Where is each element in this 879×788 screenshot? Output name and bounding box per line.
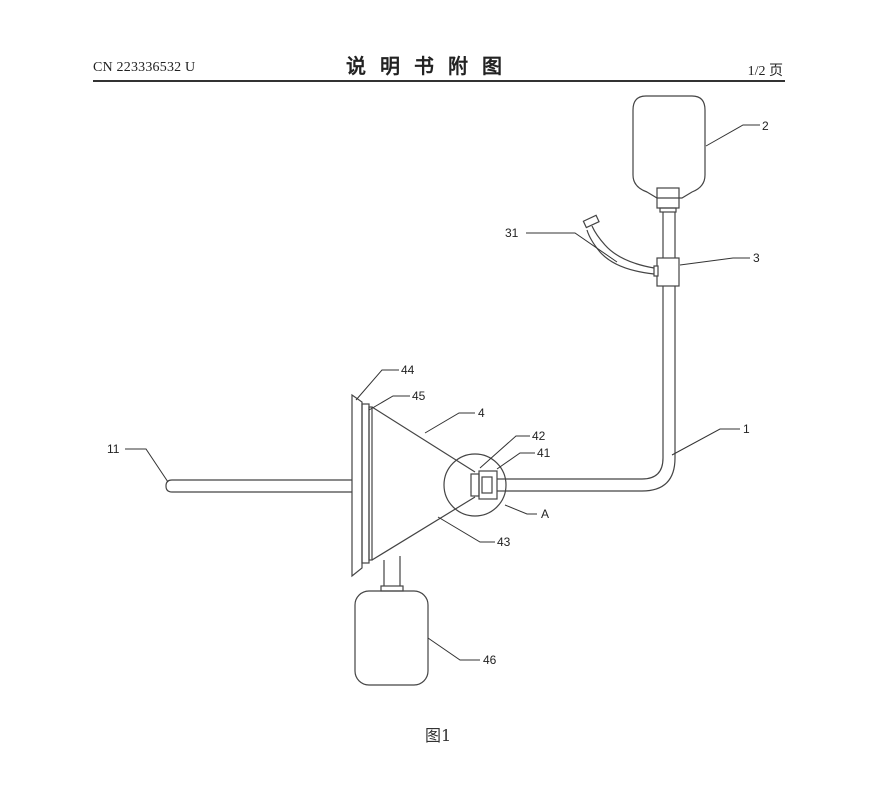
label-31: 31 bbox=[505, 226, 519, 240]
tube-1 bbox=[505, 212, 676, 492]
funnel-4 bbox=[351, 393, 507, 578]
label-3: 3 bbox=[753, 251, 760, 265]
detail-circle-A bbox=[443, 453, 507, 517]
rod-11 bbox=[165, 479, 352, 493]
label-A: A bbox=[541, 507, 549, 521]
header-rule bbox=[93, 80, 785, 82]
label-46: 46 bbox=[483, 653, 497, 667]
page-number: 1/2 页 bbox=[747, 64, 783, 79]
figure-caption: 图1 bbox=[425, 726, 452, 745]
publication-number: CN 223336532 U bbox=[93, 60, 196, 75]
label-43: 43 bbox=[497, 535, 511, 549]
label-11: 11 bbox=[107, 442, 120, 456]
branch-tube-31 bbox=[582, 214, 655, 275]
label-2: 2 bbox=[762, 119, 769, 133]
label-4: 4 bbox=[478, 406, 485, 420]
label-44: 44 bbox=[401, 363, 415, 377]
container-46 bbox=[354, 556, 429, 686]
label-45: 45 bbox=[412, 389, 426, 403]
leader-lines bbox=[125, 124, 760, 661]
label-42: 42 bbox=[532, 429, 546, 443]
connector-3 bbox=[656, 257, 680, 287]
label-1: 1 bbox=[743, 422, 750, 436]
bag-2 bbox=[632, 95, 706, 213]
label-41: 41 bbox=[537, 446, 551, 460]
page-title: 说明书附图 bbox=[346, 54, 516, 78]
